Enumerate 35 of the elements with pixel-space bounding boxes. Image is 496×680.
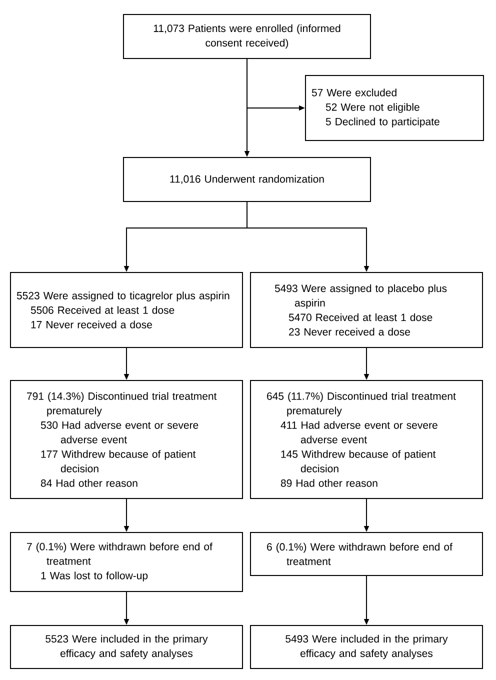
box-heading: 791 (14.3%) Discontinued trial treatment prematurely [27,392,217,416]
sub-item-text: 89 Had other reason [280,479,378,487]
flowchart-box [250,272,483,348]
box-heading: 5493 Were assigned to placebo plus aspirin [274,284,447,309]
box-heading: 7 (0.1%) Were withdrawn before end of treatment [27,542,212,565]
flowchart-box [123,157,371,202]
flowchart-box [250,380,483,499]
box-heading: 645 (11.7%) Discontinued trial treatment prematurely [267,392,456,416]
flowchart-box [10,272,243,348]
sub-item-text: 17 Never received a dose [31,320,152,328]
sub-item-text: 411 Had adverse event or severe adverse event [280,421,438,444]
sub-item-text: 84 Had other reason [40,479,138,487]
flowchart-box [10,380,243,499]
sub-item-text: 1 Was lost to follow-up [41,572,148,582]
sub-item-text: 23 Never received a dose [289,328,410,336]
sub-item-text: 52 Were not eligible [326,103,420,113]
box-text: 5523 Were included in the primary efficacy and safety analyses [46,634,208,660]
box-heading: 6 (0.1%) Were withdrawn before end of treatment [267,542,452,566]
flowchart-box [250,625,483,669]
sub-item-text: 5470 Received at least 1 dose [288,313,432,322]
box-heading: 5523 Were assigned to ticagrelor plus aspirin [16,292,230,302]
flowchart-box [250,532,483,576]
sub-item-text: 145 Withdrew because of patient decision [281,450,436,472]
box-text: 11,073 Patients were enrolled (informed consent received) [154,24,340,49]
sub-item-text: 5506 Received at least 1 dose [30,306,174,314]
flowchart-box [123,14,371,59]
flowchart-box [10,625,243,669]
sub-item-text: 5 Declined to participate [326,118,440,128]
box-text: 5493 Were included in the primary efficacy and safety analyses [286,634,448,660]
box-heading: 57 Were excluded [312,88,396,96]
box-text: 11,016 Underwent randomization [170,175,324,184]
flowchart-box [10,532,243,592]
flowchart-box [305,75,484,141]
sub-item-text: 177 Withdrew because of patient decision [41,450,196,472]
sub-item-text: 530 Had adverse event or severe adverse event [40,421,198,444]
